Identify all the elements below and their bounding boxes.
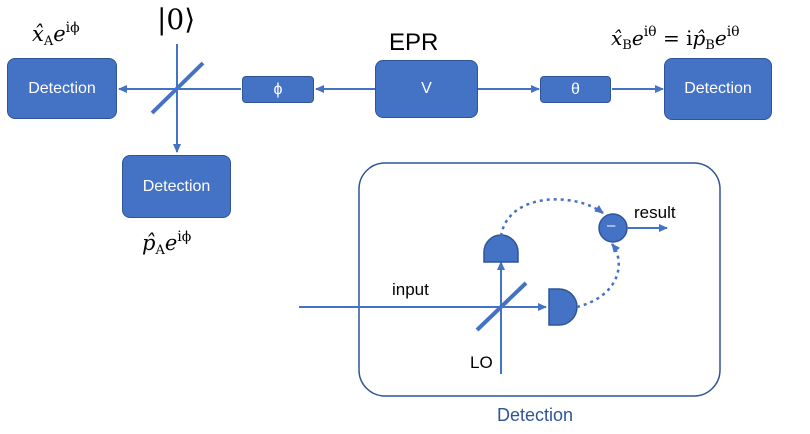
detection-label: Detection bbox=[684, 80, 752, 97]
pa-subscript: A bbox=[155, 243, 165, 258]
xb-exponent: iθ bbox=[643, 24, 657, 40]
pa-operator: p̂ bbox=[142, 231, 156, 255]
pb-subscript: B bbox=[705, 38, 715, 53]
lo-label: LO bbox=[470, 353, 493, 372]
xa-exponent: iϕ bbox=[65, 20, 80, 36]
epr-title: EPR bbox=[389, 29, 439, 56]
beam-splitter bbox=[150, 61, 205, 115]
v-label: V bbox=[421, 80, 432, 97]
vacuum-state-label: |0⟩ bbox=[157, 3, 196, 36]
epr-source-v: V bbox=[375, 60, 478, 118]
inset-beam-splitter bbox=[475, 281, 528, 332]
xb-subscript: B bbox=[622, 38, 632, 53]
pa-expression: p̂Aeiϕ bbox=[142, 229, 192, 258]
signal-line-top bbox=[499, 198, 604, 237]
xb-expression: x̂Beiθ = ip̂Beiθ bbox=[611, 24, 740, 53]
detection-box-b: Detection bbox=[664, 58, 772, 120]
pa-exponent: iϕ bbox=[177, 229, 192, 245]
xa-expression: x̂Aeiϕ bbox=[32, 20, 80, 49]
inset-caption: Detection bbox=[497, 405, 574, 425]
pb-operator: p̂ bbox=[692, 26, 706, 50]
detection-box-a: Detection bbox=[7, 58, 117, 119]
detection-box-p: Detection bbox=[122, 155, 231, 218]
signal-line-right bbox=[576, 243, 621, 309]
input-label: input bbox=[392, 280, 429, 299]
result-label: result bbox=[634, 203, 676, 222]
phase-shifter-theta: θ bbox=[540, 76, 611, 103]
detection-inset-frame bbox=[358, 162, 721, 397]
detection-label: Detection bbox=[142, 177, 211, 195]
pb-exponent: iθ bbox=[726, 24, 740, 40]
xb-operator: x̂ bbox=[611, 26, 623, 50]
subtractor-minus: – bbox=[607, 217, 616, 234]
photodetector-right bbox=[548, 288, 578, 326]
photodetector-top bbox=[483, 234, 519, 263]
xb-equals: = i bbox=[662, 26, 693, 50]
xa-subscript: A bbox=[43, 34, 54, 49]
theta-label: θ bbox=[571, 80, 580, 98]
detection-label: Detection bbox=[28, 79, 96, 97]
xa-operator: x̂ bbox=[32, 22, 44, 46]
phase-shifter-phi: ϕ bbox=[242, 76, 314, 103]
phi-label: ϕ bbox=[273, 80, 283, 98]
